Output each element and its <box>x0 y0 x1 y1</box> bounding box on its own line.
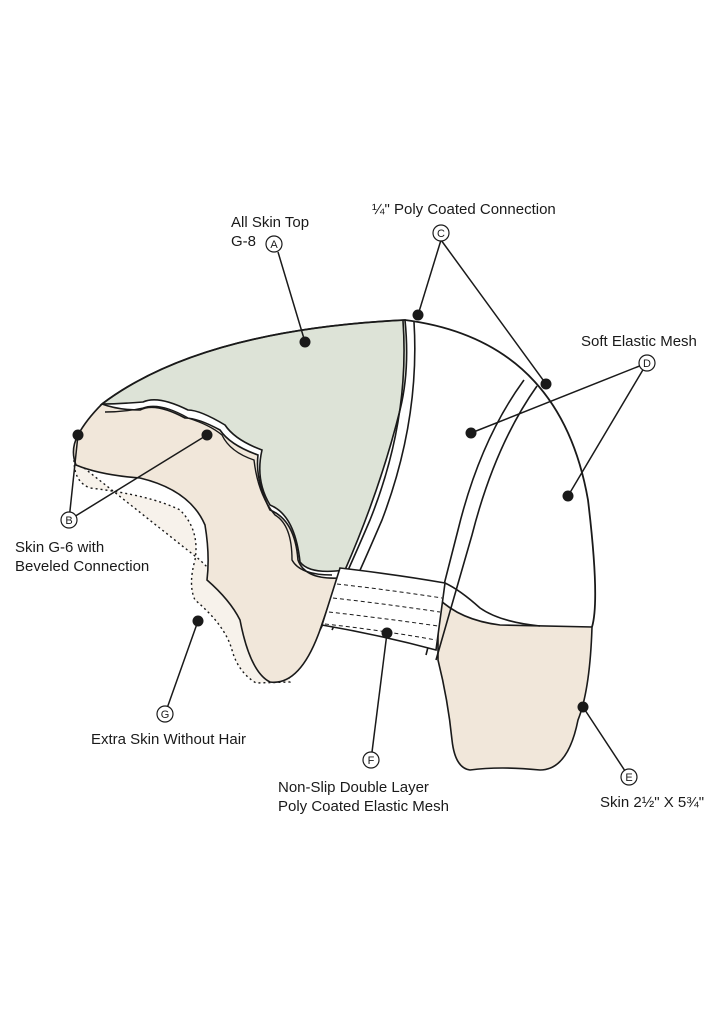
label-b-line-2: Beveled Connection <box>15 558 150 575</box>
marker-f: F <box>362 751 380 769</box>
label-all-skin-top: All Skin Top G-8 <box>231 213 309 251</box>
marker-e-letter: E <box>625 772 632 784</box>
leader-lines <box>68 239 648 778</box>
label-skin-back: Skin 2½" X 5¾" <box>600 793 704 812</box>
marker-c: C <box>432 224 450 242</box>
marker-e: E <box>620 768 638 786</box>
marker-c-letter: C <box>437 228 445 240</box>
label-non-slip-mesh: Non-Slip Double Layer Poly Coated Elasti… <box>278 778 449 816</box>
marker-d: D <box>638 354 656 372</box>
marker-d-letter: D <box>643 358 651 370</box>
label-extra-skin: Extra Skin Without Hair <box>91 730 246 749</box>
marker-g: G <box>156 705 174 723</box>
extra-skin-region <box>73 458 291 684</box>
skin-back-region <box>437 596 593 771</box>
skin-g6-region <box>72 403 342 683</box>
label-skin-g6: Skin G-6 with Beveled Connection <box>15 538 149 576</box>
marker-f-letter: F <box>368 755 375 767</box>
label-d-line-1: Soft Elastic Mesh <box>581 333 697 350</box>
label-g-line-1: Extra Skin Without Hair <box>91 731 247 748</box>
label-b-line-1: Skin G-6 with <box>15 539 105 556</box>
label-a-line-1: All Skin Top <box>231 214 310 231</box>
marker-b-letter: B <box>65 515 72 527</box>
label-c-line-1: ¼" Poly Coated Connection <box>372 201 556 218</box>
marker-b: B <box>60 511 78 529</box>
leader-dots <box>72 309 589 713</box>
marker-a-letter: A <box>270 239 278 251</box>
label-f-line-2: Poly Coated Elastic Mesh <box>278 798 449 815</box>
marker-a: A <box>265 235 283 253</box>
label-f-line-1: Non-Slip Double Layer <box>278 779 429 796</box>
label-e-line-1: Skin 2½" X 5¾" <box>600 794 705 811</box>
label-poly-coated-connection: ¼" Poly Coated Connection <box>372 200 556 219</box>
label-a-line-2: G-8 <box>231 233 257 250</box>
cap-outline <box>101 319 597 628</box>
marker-g-letter: G <box>161 709 170 721</box>
label-soft-elastic-mesh: Soft Elastic Mesh <box>581 332 697 351</box>
non-slip-band <box>320 567 446 652</box>
